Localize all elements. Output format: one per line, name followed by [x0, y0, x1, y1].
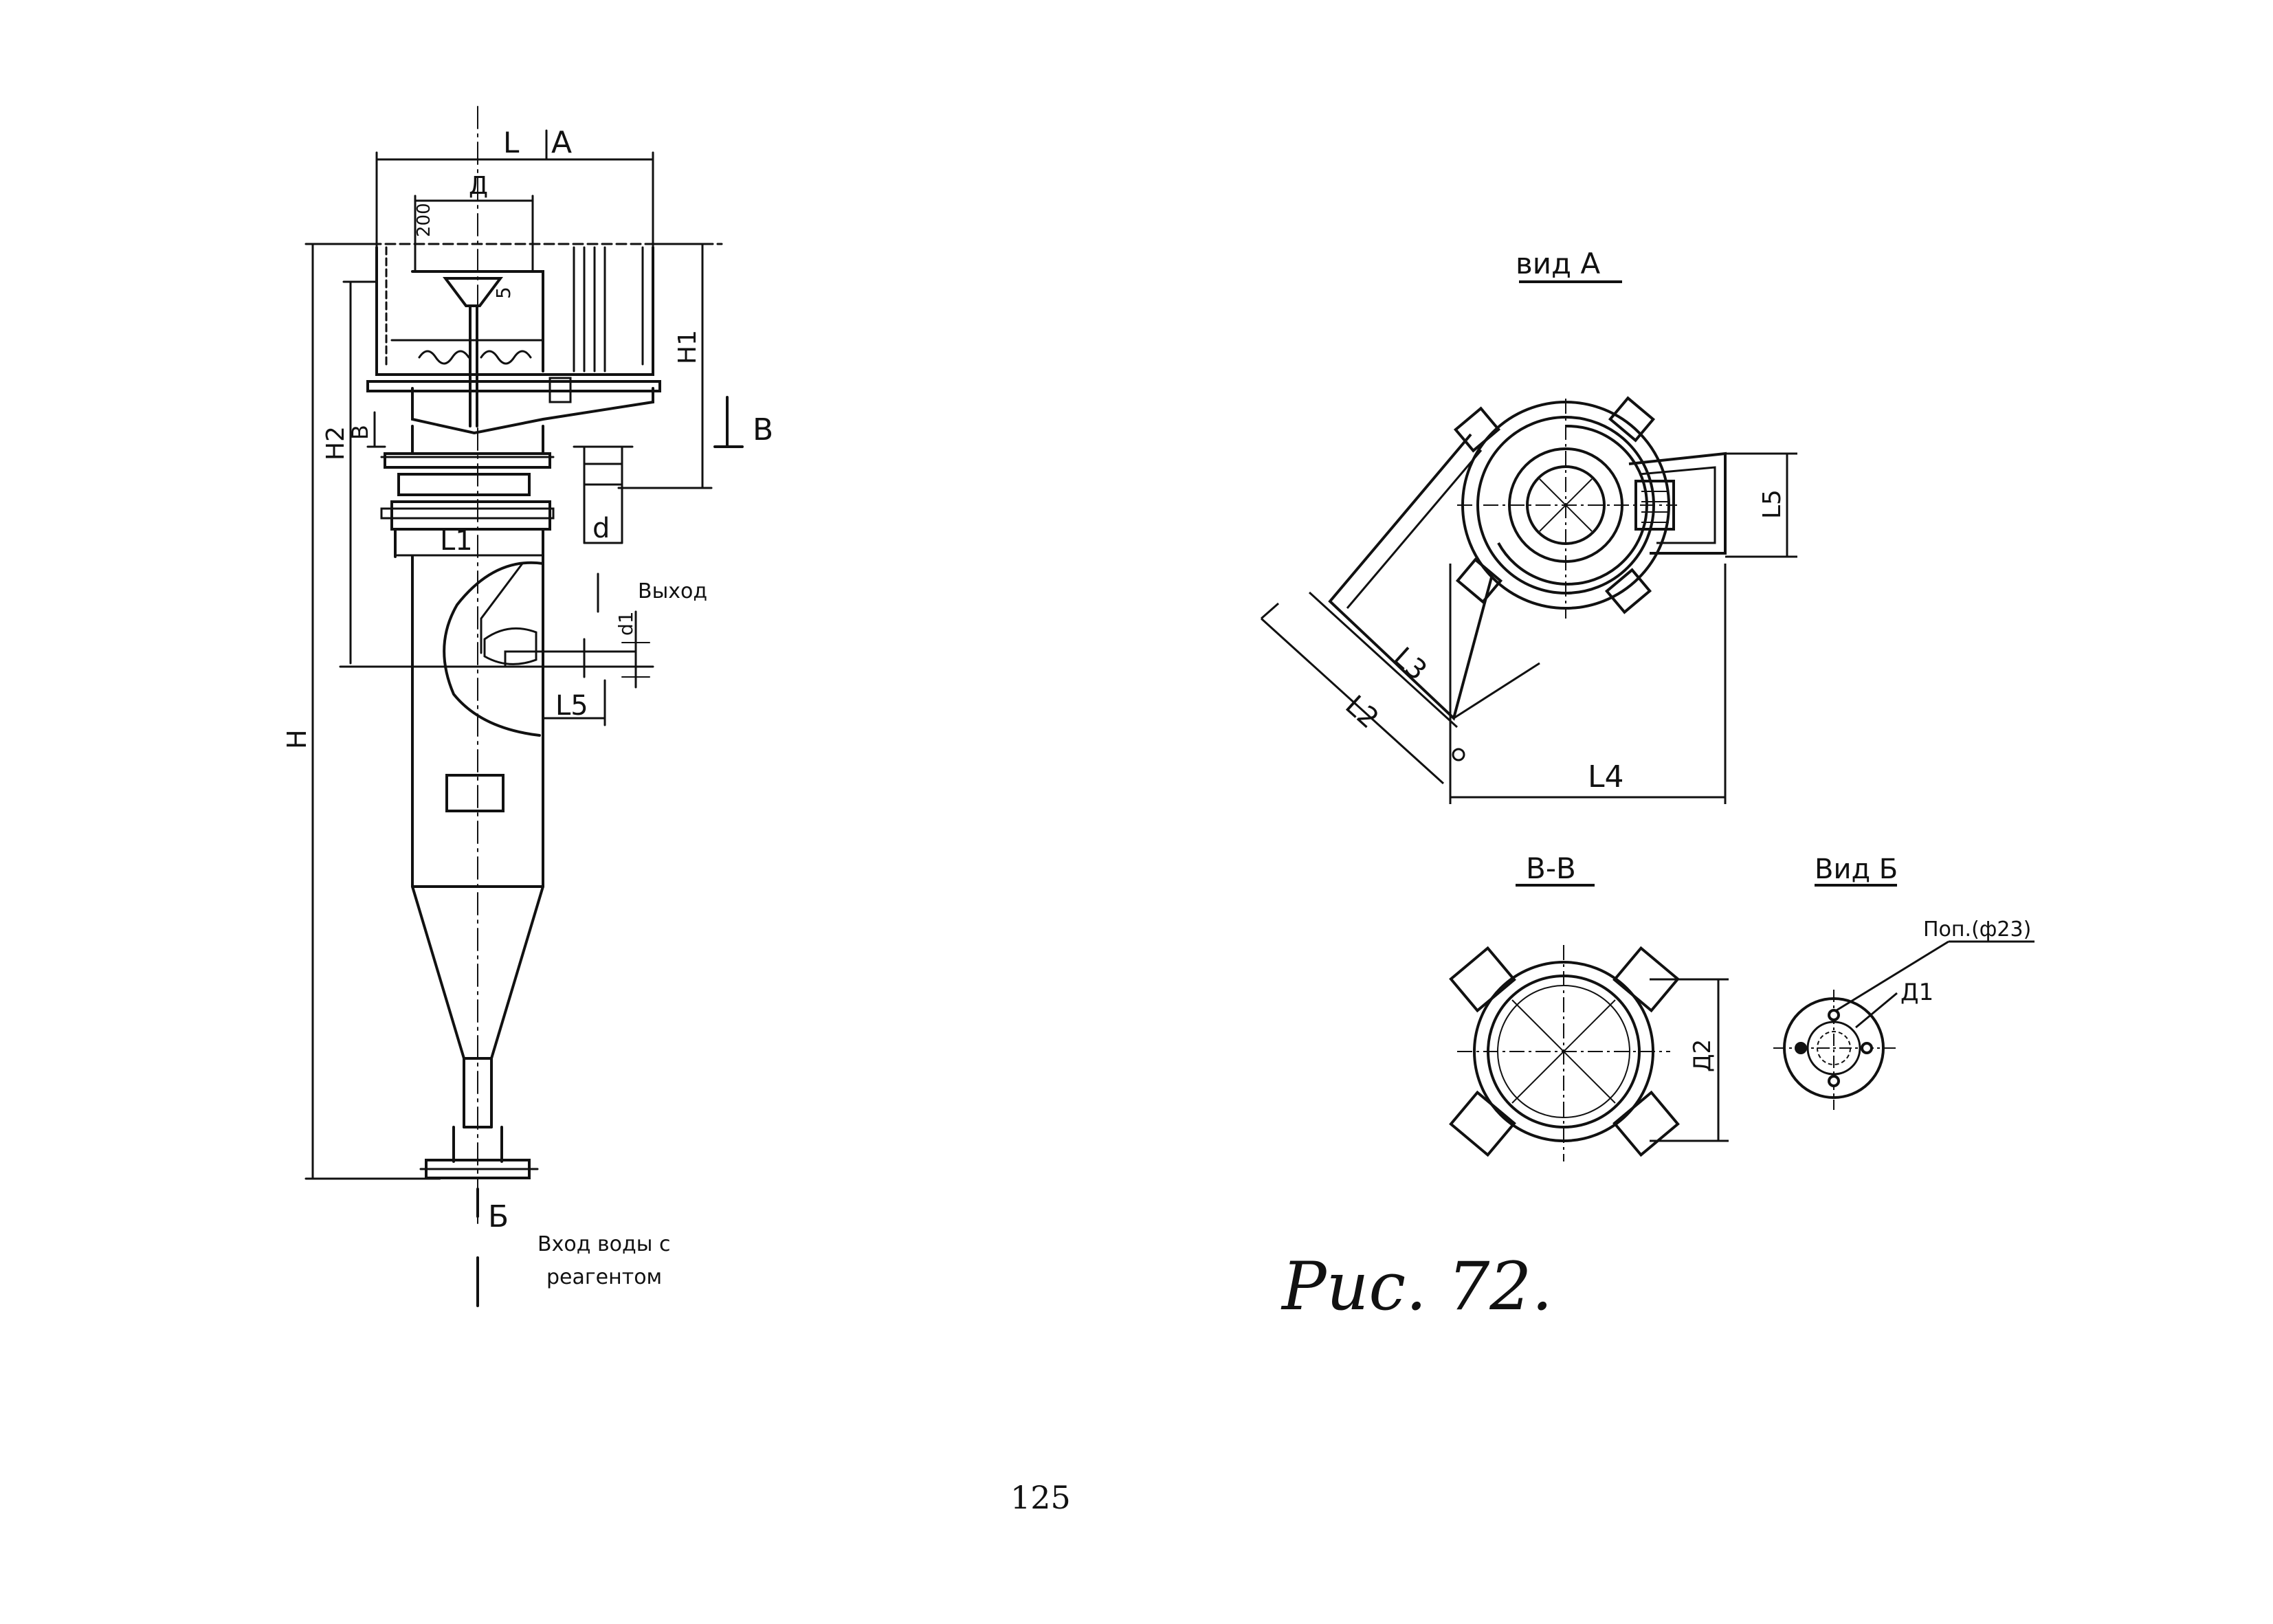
section-mark-B: [713, 396, 744, 448]
label-L4: L4: [1588, 759, 1624, 794]
dim-D: [414, 194, 534, 273]
view-b-note: Поп.(ф23): [1923, 917, 2031, 942]
label-H: H: [282, 729, 312, 749]
label-d1: d1: [614, 611, 637, 636]
middle-assembly: [380, 425, 634, 558]
label-outlet: Выход: [638, 579, 707, 603]
label-L: L: [503, 126, 520, 159]
view-b-title: Вид Б: [1815, 854, 1898, 885]
label-L5: L5: [1758, 489, 1786, 519]
view-a-title: вид А: [1516, 247, 1600, 280]
label-inlet-line1: Вход воды с: [537, 1232, 670, 1256]
label-B-view: Б: [488, 1199, 509, 1234]
label-H2: H2: [322, 426, 350, 460]
main-view-labels: L A Д 200 5 H1 H2 H B B d d1 L1 L5 Б Вых…: [282, 125, 773, 1289]
label-D: Д: [469, 172, 488, 200]
upper-tank: [366, 243, 723, 435]
label-B-section: B: [753, 412, 773, 447]
label-H1: H1: [674, 330, 702, 364]
section-bb-title: В-В: [1526, 852, 1576, 885]
label-D2: Д2: [1689, 1039, 1716, 1072]
label-200: 200: [414, 203, 434, 237]
label-D1: Д1: [1900, 979, 1933, 1006]
view-b-labels: Вид Б Поп.(ф23) Д1: [1815, 854, 2031, 1006]
label-L3: L3: [1387, 641, 1432, 687]
dim-L: [375, 129, 654, 256]
label-L5-main: L5: [555, 690, 588, 722]
label-d: d: [592, 513, 610, 544]
section-bb: [1449, 884, 1729, 1161]
dim-H1: [617, 243, 713, 489]
page-number: 125: [1010, 1479, 1071, 1516]
dim-H2: [339, 280, 654, 668]
view-a: [1260, 280, 1797, 804]
label-5: 5: [492, 287, 515, 299]
label-B-small: B: [347, 425, 373, 440]
dim-H: [304, 243, 441, 1180]
figure-caption: Рис. 72.: [1280, 1248, 1553, 1325]
label-inlet-line2: реагентом: [546, 1265, 662, 1289]
label-A: A: [551, 125, 572, 160]
view-b: [1773, 884, 2034, 1110]
label-L1: L1: [440, 525, 473, 557]
view-a-labels: вид А L2 L3 L4 L5: [1339, 247, 1786, 794]
section-bb-labels: В-В Д2: [1526, 852, 1716, 1072]
main-cylinder: [411, 555, 637, 1179]
main-elevation-view: [304, 106, 744, 1307]
